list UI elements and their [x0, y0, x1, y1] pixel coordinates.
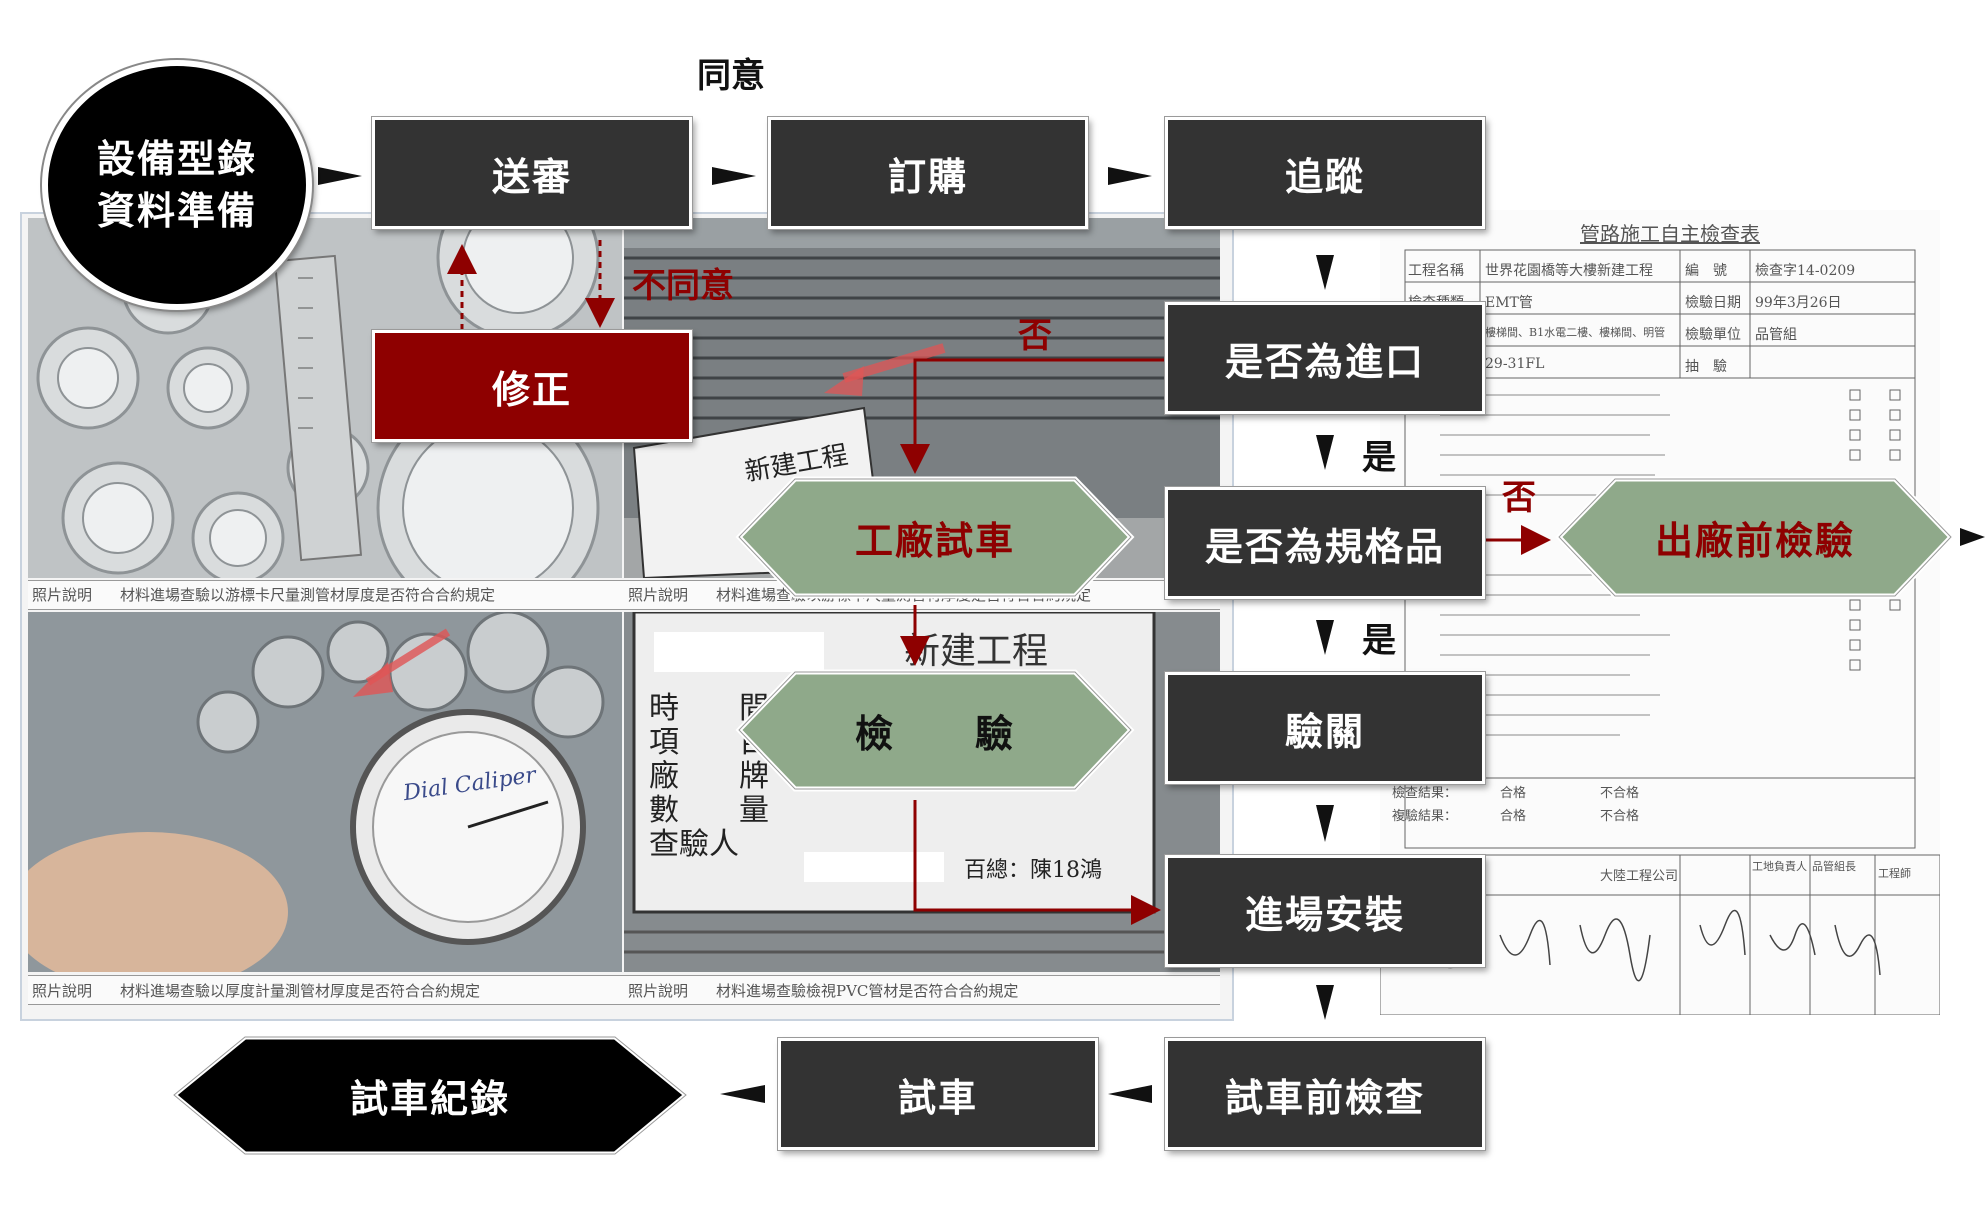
yes-spec-label: 是 [1362, 621, 1396, 661]
arrow-trial-record [720, 1085, 765, 1103]
caption-1: 材料進場查驗以游標卡尺量測管材厚度是否符合合約規定 [120, 586, 496, 604]
doc-result1-fail: 不合格 [1600, 786, 1640, 801]
factory-trial-label: 工廠試車 [854, 519, 1015, 563]
order-box: 訂購 [768, 117, 1088, 229]
doc-result2-fail: 不合格 [1600, 809, 1640, 824]
inspection-to-install-connector [913, 800, 1161, 925]
caption-bar-bottom [28, 975, 1220, 1005]
caption-3: 材料進場查驗以厚度計量測管材厚度是否符合合約規定 [120, 982, 481, 1000]
submit-box: 送審 [372, 117, 692, 229]
install-box: 進場安裝 [1165, 855, 1485, 967]
arrow-precheck-trial [1108, 1085, 1152, 1103]
arrow-install-precheck [1316, 985, 1334, 1020]
doc-r1-value: 世界花園橋等大樓新建工程 [1485, 263, 1653, 279]
trial-record-hex: 試車紀錄 [170, 1033, 690, 1158]
doc-title: 管路施工自主檢查表 [1580, 222, 1760, 246]
factory-trial-hex: 工廠試車 [735, 475, 1135, 600]
caption-label-4: 照片說明 [628, 982, 689, 1000]
caption-label-1: 照片說明 [32, 586, 93, 604]
pre-ship-inspect-label: 出廠前檢驗 [1654, 519, 1855, 563]
track-box: 追蹤 [1165, 117, 1485, 229]
start-label: 設備型錄 資料準備 [96, 137, 257, 233]
arrow-start-submit [318, 167, 362, 185]
arrow-track-import [1316, 255, 1334, 290]
yes-import-label: 是 [1362, 438, 1396, 478]
doc-sign-eng: 工程師 [1878, 867, 1911, 880]
caption-label-3: 照片說明 [32, 982, 93, 1000]
trial-record-label: 試車紀錄 [349, 1077, 510, 1121]
pre-ship-inspect-hex: 出廠前檢驗 [1555, 475, 1955, 600]
no-import-label: 否 [1018, 316, 1052, 356]
doc-r4-label: 抽 驗 [1685, 359, 1727, 375]
doc-r1-label: 工程名稱 [1408, 263, 1464, 279]
doc-r2-date-value: 99年3月26日 [1755, 295, 1842, 311]
doc-r3-unit-label: 檢驗單位 [1685, 327, 1741, 343]
doc-result2-label: 複驗結果： [1392, 809, 1458, 824]
inspection-label: 檢 驗 [854, 712, 1015, 756]
doc-r3-unit-value: 品管組 [1755, 327, 1797, 343]
doc-r2-date-label: 檢驗日期 [1685, 295, 1741, 311]
arrow-import-spec [1316, 435, 1334, 470]
no-import-connector [900, 358, 1165, 474]
arrow-submit-order [712, 167, 756, 185]
photo-wire-reel: 新建工程 [624, 218, 1220, 578]
doc-sign-company: 大陸工程公司 [1600, 869, 1679, 884]
doc-sign-site: 工地負責人 [1752, 860, 1807, 873]
trial-run-box: 試車 [778, 1038, 1098, 1150]
doc-r1-no-value: 檢查字14-0209 [1755, 263, 1856, 279]
is-spec-box: 是否為規格品 [1165, 487, 1485, 599]
is-import-box: 是否為進口 [1165, 302, 1485, 414]
inspection-hex: 檢 驗 [735, 668, 1135, 793]
doc-result1-label: 檢查結果： [1392, 786, 1458, 801]
agree-label: 同意 [697, 56, 765, 96]
arrow-order-track [1108, 167, 1152, 185]
arrow-spec-customs [1316, 620, 1334, 655]
revise-box: 修正 [372, 330, 692, 442]
doc-r1-no-label: 編 號 [1685, 263, 1727, 279]
pre-trial-check-box: 試車前檢查 [1165, 1038, 1485, 1150]
sign-value: 百總：陳18鴻 [964, 858, 1102, 883]
caption-4: 材料進場查驗檢視PVC管材是否符合合約規定 [716, 982, 1019, 1000]
customs-box: 驗關 [1165, 672, 1485, 784]
start-node: 設備型錄 資料準備 [42, 60, 312, 310]
arrow-preship-right [1960, 528, 1985, 546]
arrow-customs-install [1316, 805, 1334, 842]
doc-r2-value: EMT管 [1485, 295, 1533, 311]
doc-r3-value: 樓梯間、B1水電二樓、樓梯間、明管 [1485, 326, 1666, 339]
doc-sign-qc: 品管組長 [1812, 860, 1856, 873]
doc-r4-value: 29-31FL [1485, 356, 1545, 372]
photo-dial-caliper: Dial Caliper [28, 612, 622, 972]
photo-sign-board: 新建工程 時 間 項 目 廠 牌 數 量 查驗人 百總：陳18鴻 [624, 612, 1220, 972]
no-spec-label: 否 [1502, 478, 1536, 518]
disagree-label: 不同意 [632, 266, 734, 306]
doc-result1-pass: 合格 [1500, 786, 1527, 801]
doc-result2-pass: 合格 [1500, 809, 1527, 824]
caption-label-2: 照片說明 [628, 586, 689, 604]
